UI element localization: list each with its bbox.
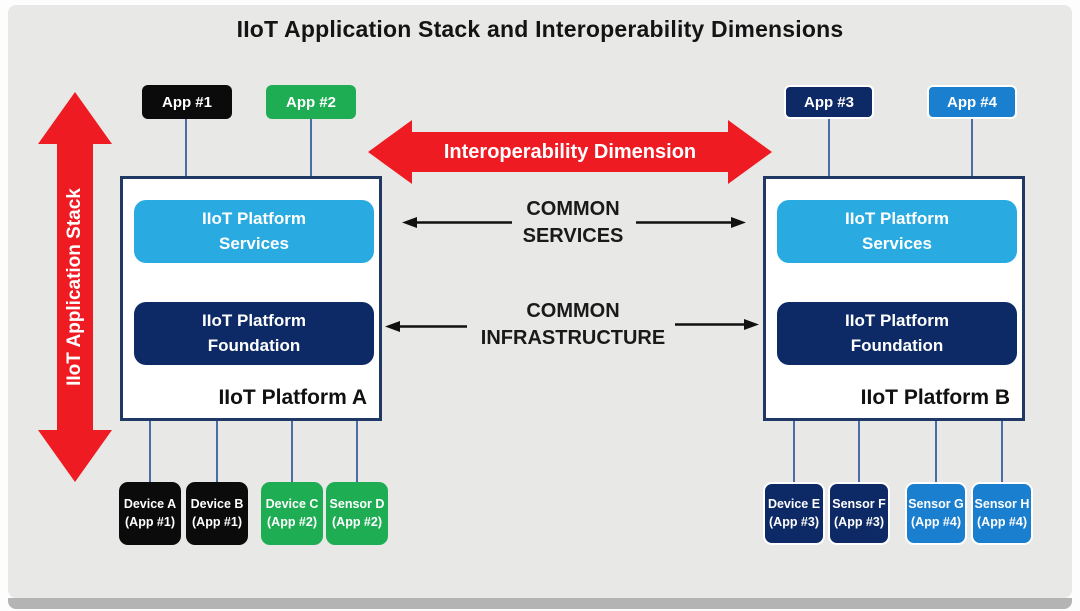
device-app-ref: (App #4) bbox=[911, 514, 961, 529]
connector-line bbox=[356, 421, 358, 482]
device-app-ref: (App #3) bbox=[769, 514, 819, 529]
interop-double-arrow-icon bbox=[368, 120, 772, 184]
connector-line bbox=[858, 421, 860, 482]
stack-double-arrow-icon bbox=[38, 92, 112, 482]
app-chip-4-label: App #4 bbox=[946, 93, 997, 111]
device-chip: Sensor F (App #3) bbox=[828, 482, 890, 545]
connector-line bbox=[149, 421, 151, 482]
platform-b-box: IIoT Platform Services IIoT Platform Fou… bbox=[763, 176, 1025, 421]
device-name: Device A bbox=[123, 496, 177, 511]
device-chip: Sensor D (App #2) bbox=[326, 482, 388, 545]
common-services-label: COMMON SERVICES bbox=[522, 198, 624, 247]
device-name: Device C bbox=[265, 496, 319, 511]
device-chip: Device C (App #2) bbox=[261, 482, 323, 545]
app-chip-1: App #1 bbox=[142, 85, 232, 119]
connector-line bbox=[291, 421, 293, 482]
arrow-left-icon bbox=[402, 217, 512, 228]
device-app-ref: (App #4) bbox=[977, 514, 1027, 529]
device-app-ref: (App #2) bbox=[332, 514, 382, 529]
platform-a-box: IIoT Platform Services IIoT Platform Fou… bbox=[120, 176, 382, 421]
platform-b-name: IIoT Platform B bbox=[860, 386, 1010, 409]
device-chip: Device B (App #1) bbox=[186, 482, 248, 545]
device-name: Sensor H bbox=[974, 496, 1030, 511]
device-name: Sensor D bbox=[329, 496, 385, 511]
device-app-ref: (App #2) bbox=[267, 514, 317, 529]
device-app-ref: (App #1) bbox=[192, 514, 242, 529]
app-chip-1-label: App #1 bbox=[161, 93, 212, 111]
arrow-right-icon bbox=[675, 319, 759, 330]
app-chip-2: App #2 bbox=[266, 85, 356, 119]
slide-shadow-bar bbox=[8, 598, 1072, 609]
arrow-left-icon bbox=[385, 321, 467, 332]
device-name: Sensor F bbox=[832, 496, 886, 511]
common-infrastructure-label: COMMON INFRASTRUCTURE bbox=[480, 300, 666, 349]
connector-line bbox=[935, 421, 937, 482]
stack-arrow-label: IIoT Application Stack bbox=[64, 188, 85, 386]
platform-a-name: IIoT Platform A bbox=[218, 386, 367, 409]
page-title: IIoT Application Stack and Interoperabil… bbox=[236, 16, 844, 42]
connector-line bbox=[310, 119, 312, 176]
platform-b-services-box: IIoT Platform Services bbox=[777, 200, 1017, 263]
app-chip-2-label: App #2 bbox=[285, 93, 336, 111]
device-app-ref: (App #3) bbox=[834, 514, 884, 529]
connector-line bbox=[828, 119, 830, 176]
connector-line bbox=[1001, 421, 1003, 482]
device-chip: Device A (App #1) bbox=[119, 482, 181, 545]
interop-double-arrow: Interoperability Dimension bbox=[368, 120, 772, 184]
device-chip: Sensor G (App #4) bbox=[905, 482, 967, 545]
device-chip: Device E (App #3) bbox=[763, 482, 825, 545]
app-chip-3: App #3 bbox=[784, 85, 874, 119]
device-name: Sensor G bbox=[908, 496, 964, 511]
device-app-ref: (App #1) bbox=[125, 514, 175, 529]
platform-b-foundation-box: IIoT Platform Foundation bbox=[777, 302, 1017, 365]
platform-a-services-box: IIoT Platform Services bbox=[134, 200, 374, 263]
interop-arrow-label: Interoperability Dimension bbox=[443, 141, 697, 163]
connector-line bbox=[185, 119, 187, 176]
app-chip-3-label: App #3 bbox=[803, 93, 854, 111]
connector-line bbox=[216, 421, 218, 482]
device-name: Device B bbox=[190, 496, 244, 511]
arrow-right-icon bbox=[636, 217, 746, 228]
app-chip-4: App #4 bbox=[927, 85, 1017, 119]
connector-line bbox=[971, 119, 973, 176]
device-name: Device E bbox=[767, 496, 821, 511]
platform-a-foundation-box: IIoT Platform Foundation bbox=[134, 302, 374, 365]
device-chip: Sensor H (App #4) bbox=[971, 482, 1033, 545]
connector-line bbox=[793, 421, 795, 482]
